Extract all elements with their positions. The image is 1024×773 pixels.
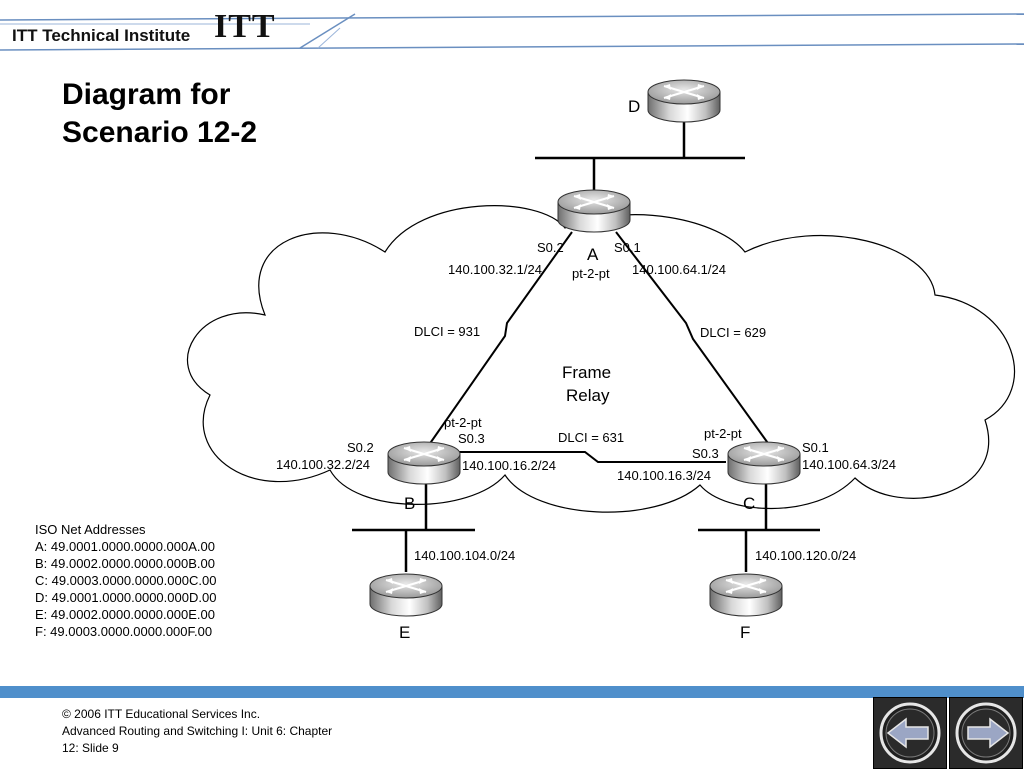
arrow-right-icon — [955, 702, 1017, 764]
dlci-ac-label: DLCI = 629 — [700, 325, 766, 340]
router-f-label: F — [740, 623, 750, 642]
router-f-icon — [708, 572, 784, 618]
a-ip-right: 140.100.64.1/24 — [632, 262, 726, 277]
c-if-sub: S0.3 — [692, 446, 719, 461]
b-if-left: S0.2 — [347, 440, 374, 455]
c-if-right: S0.1 — [802, 440, 829, 455]
cloud-label-frame: Frame — [562, 363, 611, 382]
b-ip-left: 140.100.32.2/24 — [276, 457, 370, 472]
dlci-bc-label: DLCI = 631 — [558, 430, 624, 445]
iso-line: E: 49.0002.0000.0000.000E.00 — [35, 607, 215, 622]
forward-button[interactable] — [949, 697, 1023, 769]
b-type: pt-2-pt — [444, 415, 482, 430]
footer-bar — [0, 686, 1024, 698]
iso-line: A: 49.0001.0000.0000.000A.00 — [35, 539, 215, 554]
router-a-icon — [556, 188, 632, 234]
router-c-label: C — [743, 494, 755, 513]
dlci-ab-label: DLCI = 931 — [414, 324, 480, 339]
router-e-icon — [368, 572, 444, 618]
a-if-right: S0.1 — [614, 240, 641, 255]
b-ip-sub: 140.100.16.2/24 — [462, 458, 556, 473]
iso-line: D: 49.0001.0000.0000.000D.00 — [35, 590, 217, 605]
iso-line: C: 49.0003.0000.0000.000C.00 — [35, 573, 217, 588]
title-line-1: Diagram for — [62, 78, 231, 111]
header-decoration — [0, 13, 1024, 51]
router-b-icon — [386, 440, 462, 486]
itt-logo: ITT — [214, 8, 276, 45]
router-b-label: B — [404, 494, 415, 513]
b-if-sub: S0.3 — [458, 431, 485, 446]
c-ip-sub: 140.100.16.3/24 — [617, 468, 711, 483]
cloud-label-relay: Relay — [566, 386, 610, 405]
a-if-left: S0.2 — [537, 240, 564, 255]
iso-net-addresses: ISO Net Addresses A: 49.0001.0000.0000.0… — [35, 521, 216, 640]
back-button[interactable] — [873, 697, 947, 769]
router-c-icon — [726, 440, 802, 486]
iso-title: ISO Net Addresses — [35, 522, 146, 537]
iso-line: F: 49.0003.0000.0000.000F.00 — [35, 624, 213, 639]
frame-relay-cloud — [186, 205, 1016, 513]
slide-info: 12: Slide 9 — [62, 741, 119, 755]
footer-text: © 2006 ITT Educational Services Inc. Adv… — [62, 706, 332, 757]
title-line-2: Scenario 12-2 — [62, 116, 258, 149]
copyright: © 2006 ITT Educational Services Inc. — [62, 707, 261, 721]
link-a-c — [615, 231, 771, 447]
institute-name: ITT Technical Institute — [12, 26, 191, 45]
lan-c-label: 140.100.120.0/24 — [755, 548, 856, 563]
slide-header: ITT Technical Institute ITT — [0, 0, 1024, 62]
router-a-label: A — [587, 245, 599, 264]
router-e-label: E — [399, 623, 410, 642]
a-ip-left: 140.100.32.1/24 — [448, 262, 542, 277]
c-ip-right: 140.100.64.3/24 — [802, 457, 896, 472]
link-a-b — [423, 231, 573, 453]
c-type: pt-2-pt — [704, 426, 742, 441]
router-d-icon — [646, 78, 722, 124]
router-d-label: D — [628, 97, 640, 116]
link-b-c — [456, 451, 726, 463]
course-info: Advanced Routing and Switching I: Unit 6… — [62, 724, 333, 738]
lan-b-label: 140.100.104.0/24 — [414, 548, 515, 563]
iso-line: B: 49.0002.0000.0000.000B.00 — [35, 556, 215, 571]
arrow-left-icon — [879, 702, 941, 764]
slide-title: Diagram for Scenario 12-2 — [62, 76, 257, 152]
a-type: pt-2-pt — [572, 266, 610, 281]
network-diagram: D A B C E F S0.2 S0.1 140.100.32.1/24 14… — [186, 78, 1016, 642]
